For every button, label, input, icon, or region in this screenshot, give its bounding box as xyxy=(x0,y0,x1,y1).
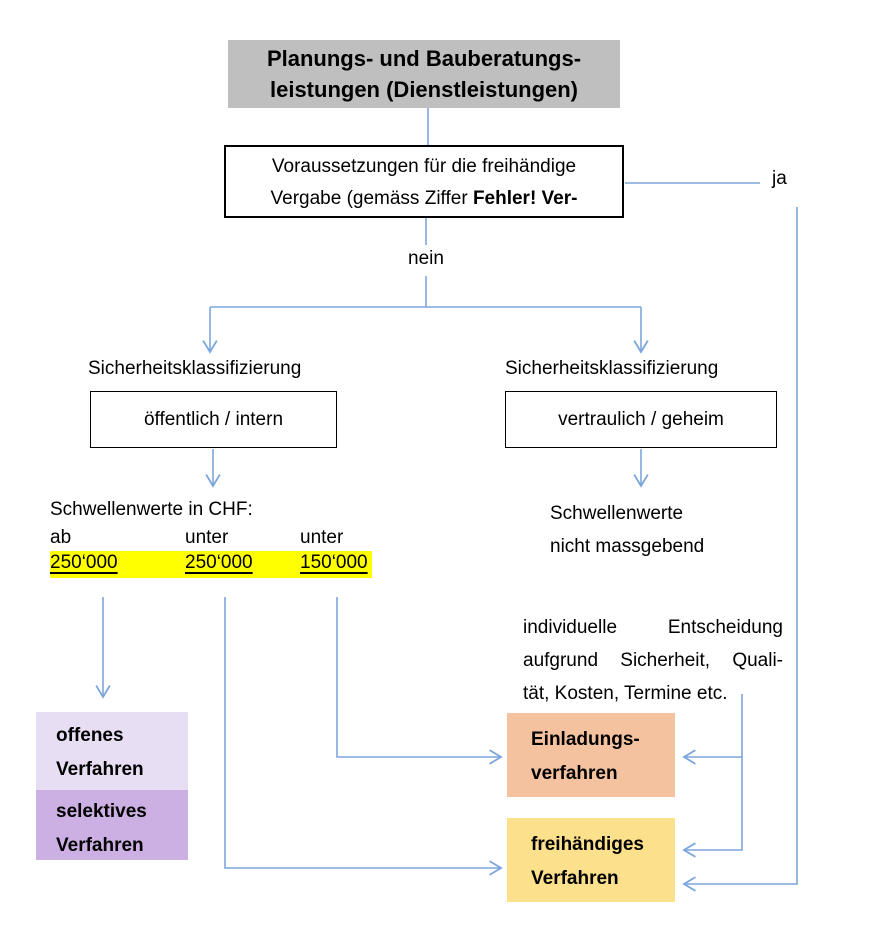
threshold-qualifier-ab: ab xyxy=(50,527,72,548)
decision-note: individuelle Entscheidung aufgrund Siche… xyxy=(523,611,783,710)
open-procedure-line1: offenes xyxy=(56,725,124,746)
decision-note-line2: aufgrund Sicherheit, Quali- xyxy=(523,650,783,671)
selective-procedure-line2: Verfahren xyxy=(56,835,144,856)
condition-box: Voraussetzungen für die freihändige Verg… xyxy=(224,145,624,218)
condition-line2-text: Vergabe (gemäss Ziffer xyxy=(270,188,473,209)
decision-note-line1: individuelle Entscheidung xyxy=(523,617,783,638)
selective-procedure-line1: selektives xyxy=(56,801,147,822)
open-procedure-box: offenes Verfahren xyxy=(36,712,188,790)
title-box: Planungs- und Bauberatungs- leistungen (… xyxy=(228,40,620,108)
direct-procedure-box: freihändiges Verfahren xyxy=(507,818,675,902)
direct-procedure-line2: Verfahren xyxy=(531,868,619,889)
connector-unter250-to-direct xyxy=(224,597,503,876)
thresholds-right-line1: Schwellenwerte xyxy=(550,503,684,524)
condition-line2: Vergabe (gemäss Ziffer Fehler! Ver- xyxy=(226,183,622,215)
connector-unter150-to-invitation xyxy=(336,597,503,765)
title-line2: leistungen (Dienstleistungen) xyxy=(269,77,579,102)
public-internal-box: öffentlich / intern xyxy=(90,391,337,448)
condition-line1: Voraussetzungen für die freihändige xyxy=(271,156,577,177)
threshold-highlight-strip: 250‘000 250‘000 150‘000 xyxy=(50,551,372,578)
threshold-value-250000-unter: 250‘000 xyxy=(185,552,253,573)
invitation-procedure-box: Einladungs- verfahren xyxy=(507,713,675,797)
invitation-procedure-line2: verfahren xyxy=(531,763,618,784)
selective-procedure-box: selektives Verfahren xyxy=(36,790,188,860)
invitation-procedure-line1: Einladungs- xyxy=(531,729,640,750)
connector-note-to-direct xyxy=(682,757,743,858)
threshold-qualifier-unter-1: unter xyxy=(185,527,229,548)
open-procedure-line2: Verfahren xyxy=(56,759,144,780)
label-ja: ja xyxy=(772,168,787,189)
decision-note-line3: tät, Kosten, Termine etc. xyxy=(523,683,728,704)
public-internal-label: öffentlich / intern xyxy=(143,408,284,430)
security-label-right: Sicherheitsklassifizierung xyxy=(505,358,719,379)
direct-procedure-line1: freihändiges xyxy=(531,834,644,855)
confidential-secret-label: vertraulich / geheim xyxy=(558,408,724,430)
thresholds-right-line2: nicht massgebend xyxy=(550,536,705,557)
security-label-left: Sicherheitsklassifizierung xyxy=(88,358,302,379)
confidential-secret-box: vertraulich / geheim xyxy=(505,391,777,448)
threshold-value-250000-ab: 250‘000 xyxy=(50,552,118,573)
connector-ja-to-direct xyxy=(682,207,798,892)
label-nein: nein xyxy=(408,248,444,269)
title-line1: Planungs- und Bauberatungs- xyxy=(266,46,582,71)
threshold-value-150000-unter: 150‘000 xyxy=(300,552,368,573)
condition-line2-error-text: Fehler! Ver- xyxy=(472,188,578,209)
thresholds-title: Schwellenwerte in CHF: xyxy=(50,499,253,520)
threshold-qualifier-unter-2: unter xyxy=(300,527,344,548)
